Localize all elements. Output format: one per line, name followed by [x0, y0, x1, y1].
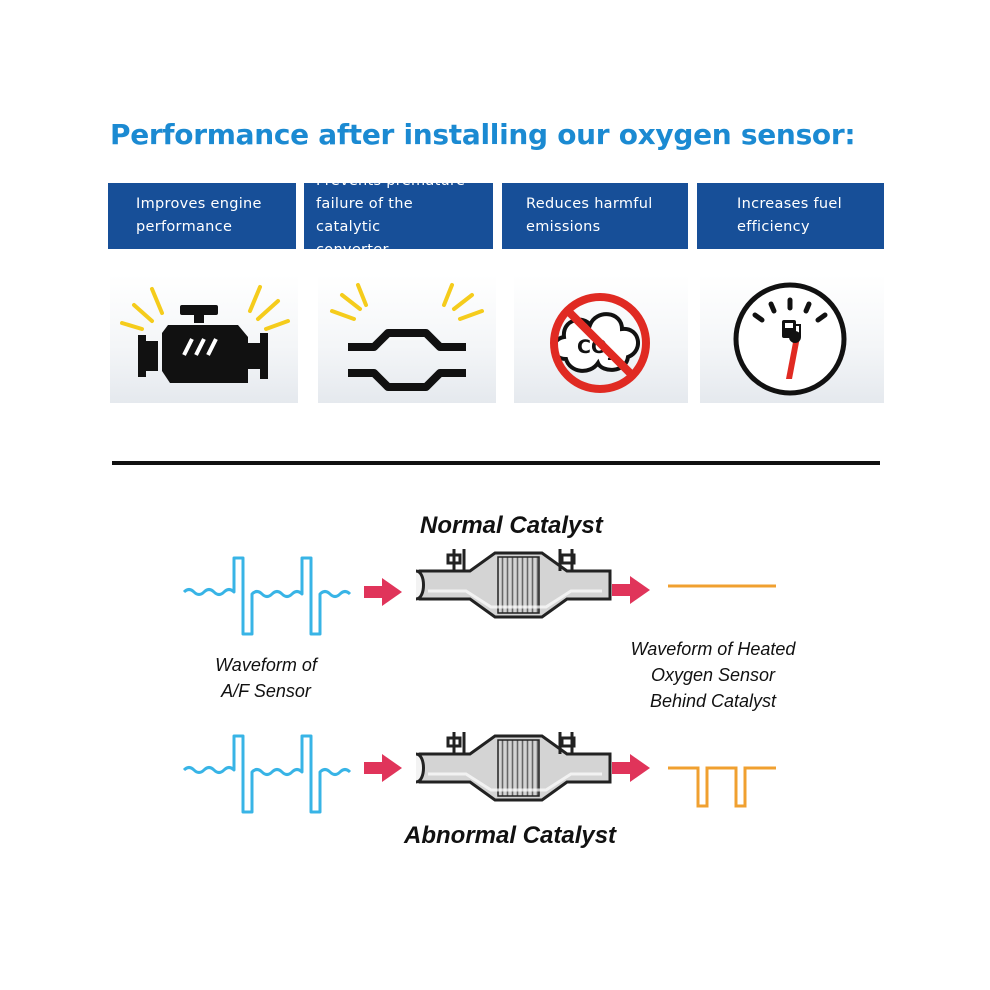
af-sensor-label-line: A/F Sensor: [221, 681, 311, 701]
section-divider: [112, 461, 880, 465]
benefit-text: emissions: [526, 219, 601, 235]
no-co2-icon: CO 2: [550, 293, 650, 393]
ho2s-label-line: Behind Catalyst: [649, 691, 777, 711]
catalytic-converter-icon: [330, 283, 484, 391]
flow-arrow: [364, 578, 402, 606]
engine-tile: [110, 275, 298, 403]
benefit-box-engine: Improves engine performance: [108, 183, 296, 249]
benefit-text: performance: [136, 219, 233, 235]
ho2s-label-line: Waveform of Heated: [630, 639, 796, 659]
page-title: Performance after installing our oxygen …: [110, 118, 856, 151]
flow-arrow: [612, 754, 650, 782]
benefit-text: Increases fuel: [737, 196, 842, 212]
af-sensor-label-line: Waveform of: [215, 655, 317, 675]
benefit-text: converter: [316, 242, 389, 258]
af-waveform-normal: [182, 556, 352, 636]
normal-converter: [414, 547, 612, 619]
benefit-text: failure of the catalytic: [316, 196, 413, 235]
benefit-text: Reduces harmful: [526, 196, 653, 212]
fuel-gauge-icon: [733, 282, 847, 396]
ho2s-label: Waveform of Heated Oxygen Sensor Behind …: [608, 636, 818, 714]
benefit-box-fuel: Increases fuel efficiency: [697, 183, 884, 249]
catalyst-tile: [318, 275, 496, 403]
normal-catalyst-label: Normal Catalyst: [420, 512, 603, 539]
benefit-text: Improves engine: [136, 196, 262, 212]
emissions-tile: CO 2: [514, 275, 688, 403]
af-waveform-abnormal: [182, 734, 352, 814]
benefit-box-emissions: Reduces harmful emissions: [502, 183, 688, 249]
benefit-text: Prevents premature: [316, 173, 466, 189]
flow-arrow: [364, 754, 402, 782]
abnormal-catalyst-label: Abnormal Catalyst: [404, 822, 617, 849]
ho2s-label-line: Oxygen Sensor: [650, 665, 776, 685]
benefit-icons: CO 2: [110, 275, 884, 403]
benefit-text: efficiency: [737, 219, 810, 235]
benefit-box-catalyst: Prevents premature failure of the catalyt…: [304, 173, 493, 258]
flow-arrow: [612, 576, 650, 604]
ho2s-waveform-abnormal: [668, 766, 776, 808]
engine-icon: [120, 285, 290, 383]
fuel-tile: [700, 275, 884, 403]
abnormal-converter: [414, 730, 612, 802]
benefit-headers: Improves engine performance Prevents prem…: [108, 173, 884, 258]
af-sensor-label: Waveform of A/F Sensor: [196, 652, 336, 704]
